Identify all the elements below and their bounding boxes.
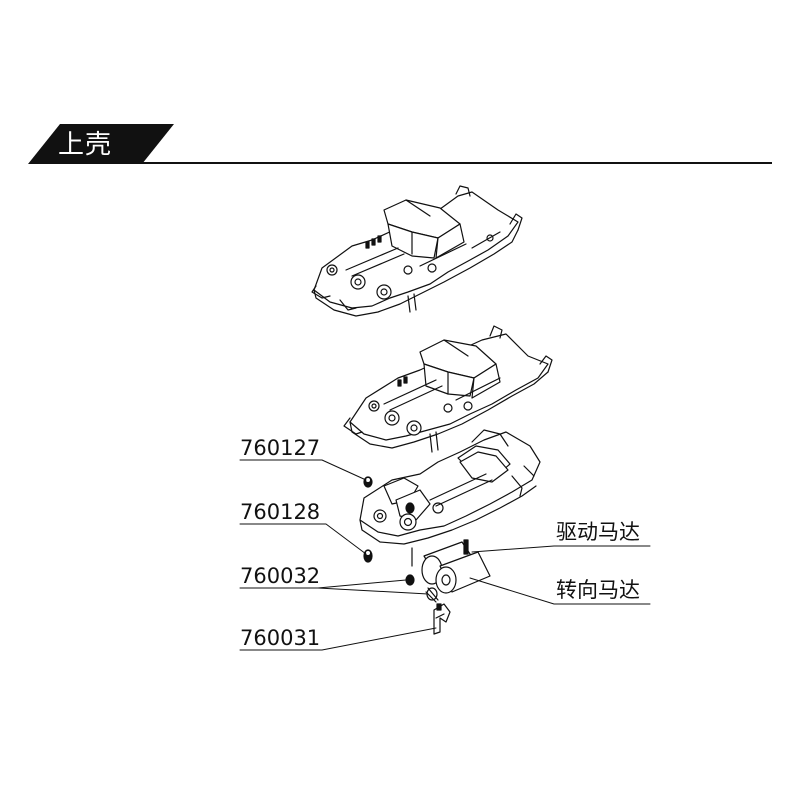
label-760128: 760128 bbox=[240, 500, 321, 524]
screw-760127 bbox=[363, 476, 373, 488]
screw-760128 bbox=[363, 549, 373, 563]
section-header-tab bbox=[28, 124, 174, 164]
leader-steering-motor bbox=[469, 577, 651, 605]
label-760031: 760031 bbox=[240, 626, 321, 650]
section-title: 上壳 bbox=[58, 130, 113, 160]
label-760127: 760127 bbox=[240, 436, 321, 460]
lower-chassis-plate bbox=[343, 325, 553, 453]
label-drive-motor: 驱动马达 bbox=[556, 520, 640, 544]
header-tab-shape bbox=[28, 124, 174, 164]
leader-lines bbox=[239, 459, 651, 651]
label-760032: 760032 bbox=[240, 564, 321, 588]
steering-motor bbox=[435, 551, 491, 594]
leader-760032-second bbox=[317, 587, 429, 595]
steering-link-760031 bbox=[433, 603, 451, 635]
leader-760031 bbox=[239, 627, 437, 651]
leader-760128 bbox=[239, 523, 367, 555]
leader-760127 bbox=[239, 459, 367, 481]
screw-housing bbox=[405, 502, 415, 514]
leader-drive-motor bbox=[471, 545, 651, 553]
gearbox-housing bbox=[359, 429, 541, 545]
upper-chassis-plate bbox=[311, 185, 523, 317]
section-header-rule bbox=[140, 162, 772, 164]
label-steering-motor: 转向马达 bbox=[556, 578, 640, 602]
